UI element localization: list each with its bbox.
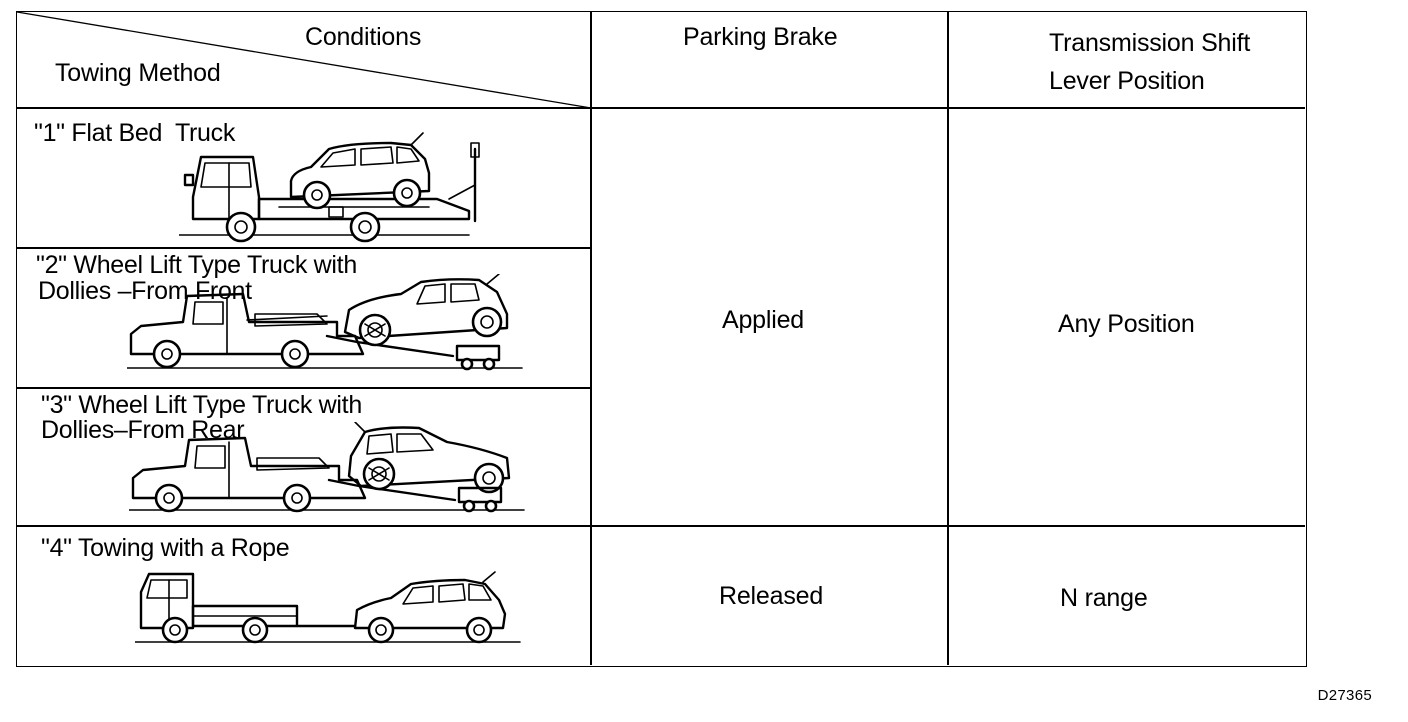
method-3-label-line1: "3" Wheel Lift Type Truck with	[41, 391, 362, 419]
transmission-header-line1: Transmission Shift	[1049, 29, 1251, 57]
conditions-header: Conditions	[305, 23, 422, 51]
header-diagonal-line	[17, 12, 592, 109]
parking-brake-applied: Applied	[722, 306, 804, 334]
towing-method-header: Towing Method	[55, 59, 221, 87]
transmission-any-position: Any Position	[1058, 310, 1195, 338]
row-divider	[17, 387, 590, 389]
parking-brake-released: Released	[719, 582, 824, 610]
column-divider	[590, 12, 592, 665]
figure-code: D27365	[1317, 687, 1372, 704]
wheel-lift-front-illustration	[127, 274, 527, 378]
towing-conditions-table: Conditions Towing Method Parking Brake T…	[16, 11, 1307, 667]
row-divider	[17, 247, 590, 249]
column-divider	[947, 12, 949, 665]
rope-towing-illustration	[135, 568, 525, 648]
transmission-header-line2: Lever Position	[1049, 67, 1205, 95]
parking-brake-header: Parking Brake	[683, 23, 838, 51]
method-1-label: "1" Flat Bed Truck	[34, 119, 236, 147]
row-divider	[17, 525, 1305, 527]
transmission-n-range: N range	[1060, 584, 1148, 612]
wheel-lift-rear-illustration	[129, 422, 529, 522]
header-divider	[17, 107, 1305, 109]
flat-bed-truck-illustration	[179, 127, 489, 247]
method-4-label: "4" Towing with a Rope	[41, 534, 290, 562]
method-2-label-line1: "2" Wheel Lift Type Truck with	[36, 251, 357, 279]
method-2-label-line2: Dollies –From Front	[38, 277, 252, 305]
